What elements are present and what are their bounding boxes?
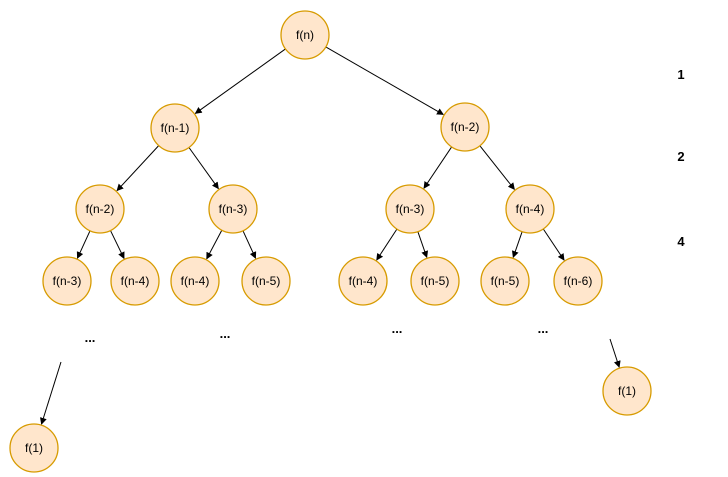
node-label: f(n-4) [516,202,545,216]
node-circle [110,256,160,306]
node-label: f(n-3) [53,274,82,288]
node-circle [9,423,59,473]
node-circle [75,184,125,234]
ellipsis-4: ... [538,321,549,336]
node-label: f(1) [618,384,636,398]
edge-b-b2 [479,145,515,190]
edge-b1-l5 [376,228,398,261]
edge-a1-l1 [76,230,91,259]
node-circle [150,103,200,153]
tree-node-l3: f(n-4) [170,256,220,306]
edge-b2-l7 [511,231,523,259]
node-circle [602,366,652,416]
node-label: f(n-5) [252,274,281,288]
node-circle [241,256,291,306]
node-circle [440,102,490,152]
tree-node-l5: f(n-4) [338,256,388,306]
level-count-1: 1 [677,67,684,82]
node-circle [170,256,220,306]
node-label: f(n-4) [121,274,150,288]
node-label: f(n-4) [181,274,210,288]
tree-node-rightEnd: f(1) [602,366,652,416]
ellipsis-3: ... [392,321,403,336]
tree-node-l2: f(n-4) [110,256,160,306]
edge-b1-l6 [417,231,429,259]
node-circle [553,256,603,306]
tree-node-l1: f(n-3) [42,256,92,306]
ellipsis-1: ... [85,330,96,345]
tree-node-b: f(n-2) [440,102,490,152]
edge-a1-l2 [110,230,125,260]
node-circle [410,256,460,306]
node-label: f(n-2) [86,202,115,216]
edge-root-b [325,46,444,115]
node-circle [280,10,330,60]
tree-node-l7: f(n-5) [480,256,530,306]
node-label: f(n-5) [421,274,450,288]
node-label: f(n-6) [564,274,593,288]
node-label: f(n-5) [491,274,520,288]
edge-b-b1 [423,146,453,189]
node-label: f(n-3) [396,202,425,216]
tree-node-l4: f(n-5) [241,256,291,306]
tree-node-a2: f(n-3) [208,184,258,234]
edge-to-right-f1 [609,338,621,368]
node-circle [208,184,258,234]
edge-a2-l3 [206,229,223,260]
level-count-3: 4 [677,234,685,249]
node-circle [505,184,555,234]
node-circle [385,184,435,234]
tree-node-l6: f(n-5) [410,256,460,306]
node-circle [480,256,530,306]
edge-root-a [194,48,286,114]
tree-node-root: f(n) [280,10,330,60]
tree-node-a1: f(n-2) [75,184,125,234]
edge-to-left-f1 [40,361,62,425]
node-circle [42,256,92,306]
edge-b2-l8 [542,228,565,261]
node-label: f(n-1) [161,121,190,135]
node-label: f(1) [25,441,43,455]
node-label: f(n-4) [349,274,378,288]
node-label: f(n) [296,28,314,42]
edge-a2-l4 [242,230,257,259]
tree-node-a: f(n-1) [150,103,200,153]
node-circle [338,256,388,306]
tree-node-leftEnd: f(1) [9,423,59,473]
ellipsis-2: ... [220,326,231,341]
tree-node-l8: f(n-6) [553,256,603,306]
tree-node-b1: f(n-3) [385,184,435,234]
level-count-2: 2 [677,149,684,164]
edge-a-a1 [116,145,160,192]
edge-a-a2 [188,147,219,190]
tree-node-b2: f(n-4) [505,184,555,234]
node-label: f(n-3) [219,202,248,216]
node-label: f(n-2) [451,120,480,134]
